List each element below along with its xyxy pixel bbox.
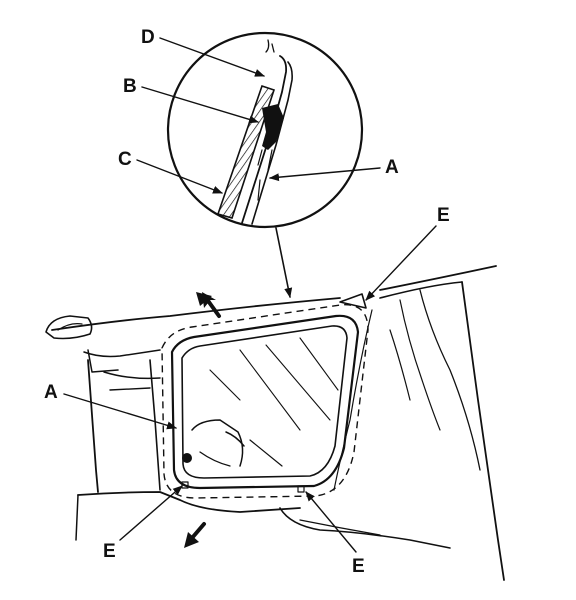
callout-a-main: A: [44, 382, 177, 430]
glass-seal-dashed: [161, 304, 369, 499]
label-e-bottom-right: E: [352, 556, 365, 577]
label-e-bottom-left: E: [103, 541, 116, 562]
clip: [262, 104, 284, 150]
callout-c: C: [118, 149, 223, 194]
callout-b: B: [123, 76, 259, 124]
label-c: C: [118, 149, 132, 170]
callout-a-detail: A: [269, 157, 399, 182]
quarter-glass: [161, 304, 369, 499]
arrow-down: [190, 522, 206, 540]
callout-e-bottom-left: E: [103, 485, 183, 562]
label-a-main: A: [44, 382, 58, 403]
callout-e-top: E: [365, 205, 450, 301]
label-e-top: E: [437, 205, 450, 226]
glass-outer: [170, 314, 360, 490]
callout-e-bottom-right: E: [305, 491, 365, 577]
molding-line: [241, 55, 288, 224]
detail-pointer: [275, 227, 293, 298]
body-panels: [45, 265, 505, 581]
glass-strip: [216, 84, 276, 219]
detail-circle: [166, 31, 364, 229]
label-d: D: [141, 27, 155, 48]
label-a-detail: A: [385, 157, 399, 178]
fastener-square: [181, 481, 189, 489]
callout-d: D: [141, 27, 265, 77]
glass-inner: [181, 325, 348, 479]
label-b: B: [123, 76, 137, 97]
removal-arrows: [184, 292, 221, 548]
clip-dot: [182, 453, 192, 463]
detail-view: [166, 31, 364, 229]
